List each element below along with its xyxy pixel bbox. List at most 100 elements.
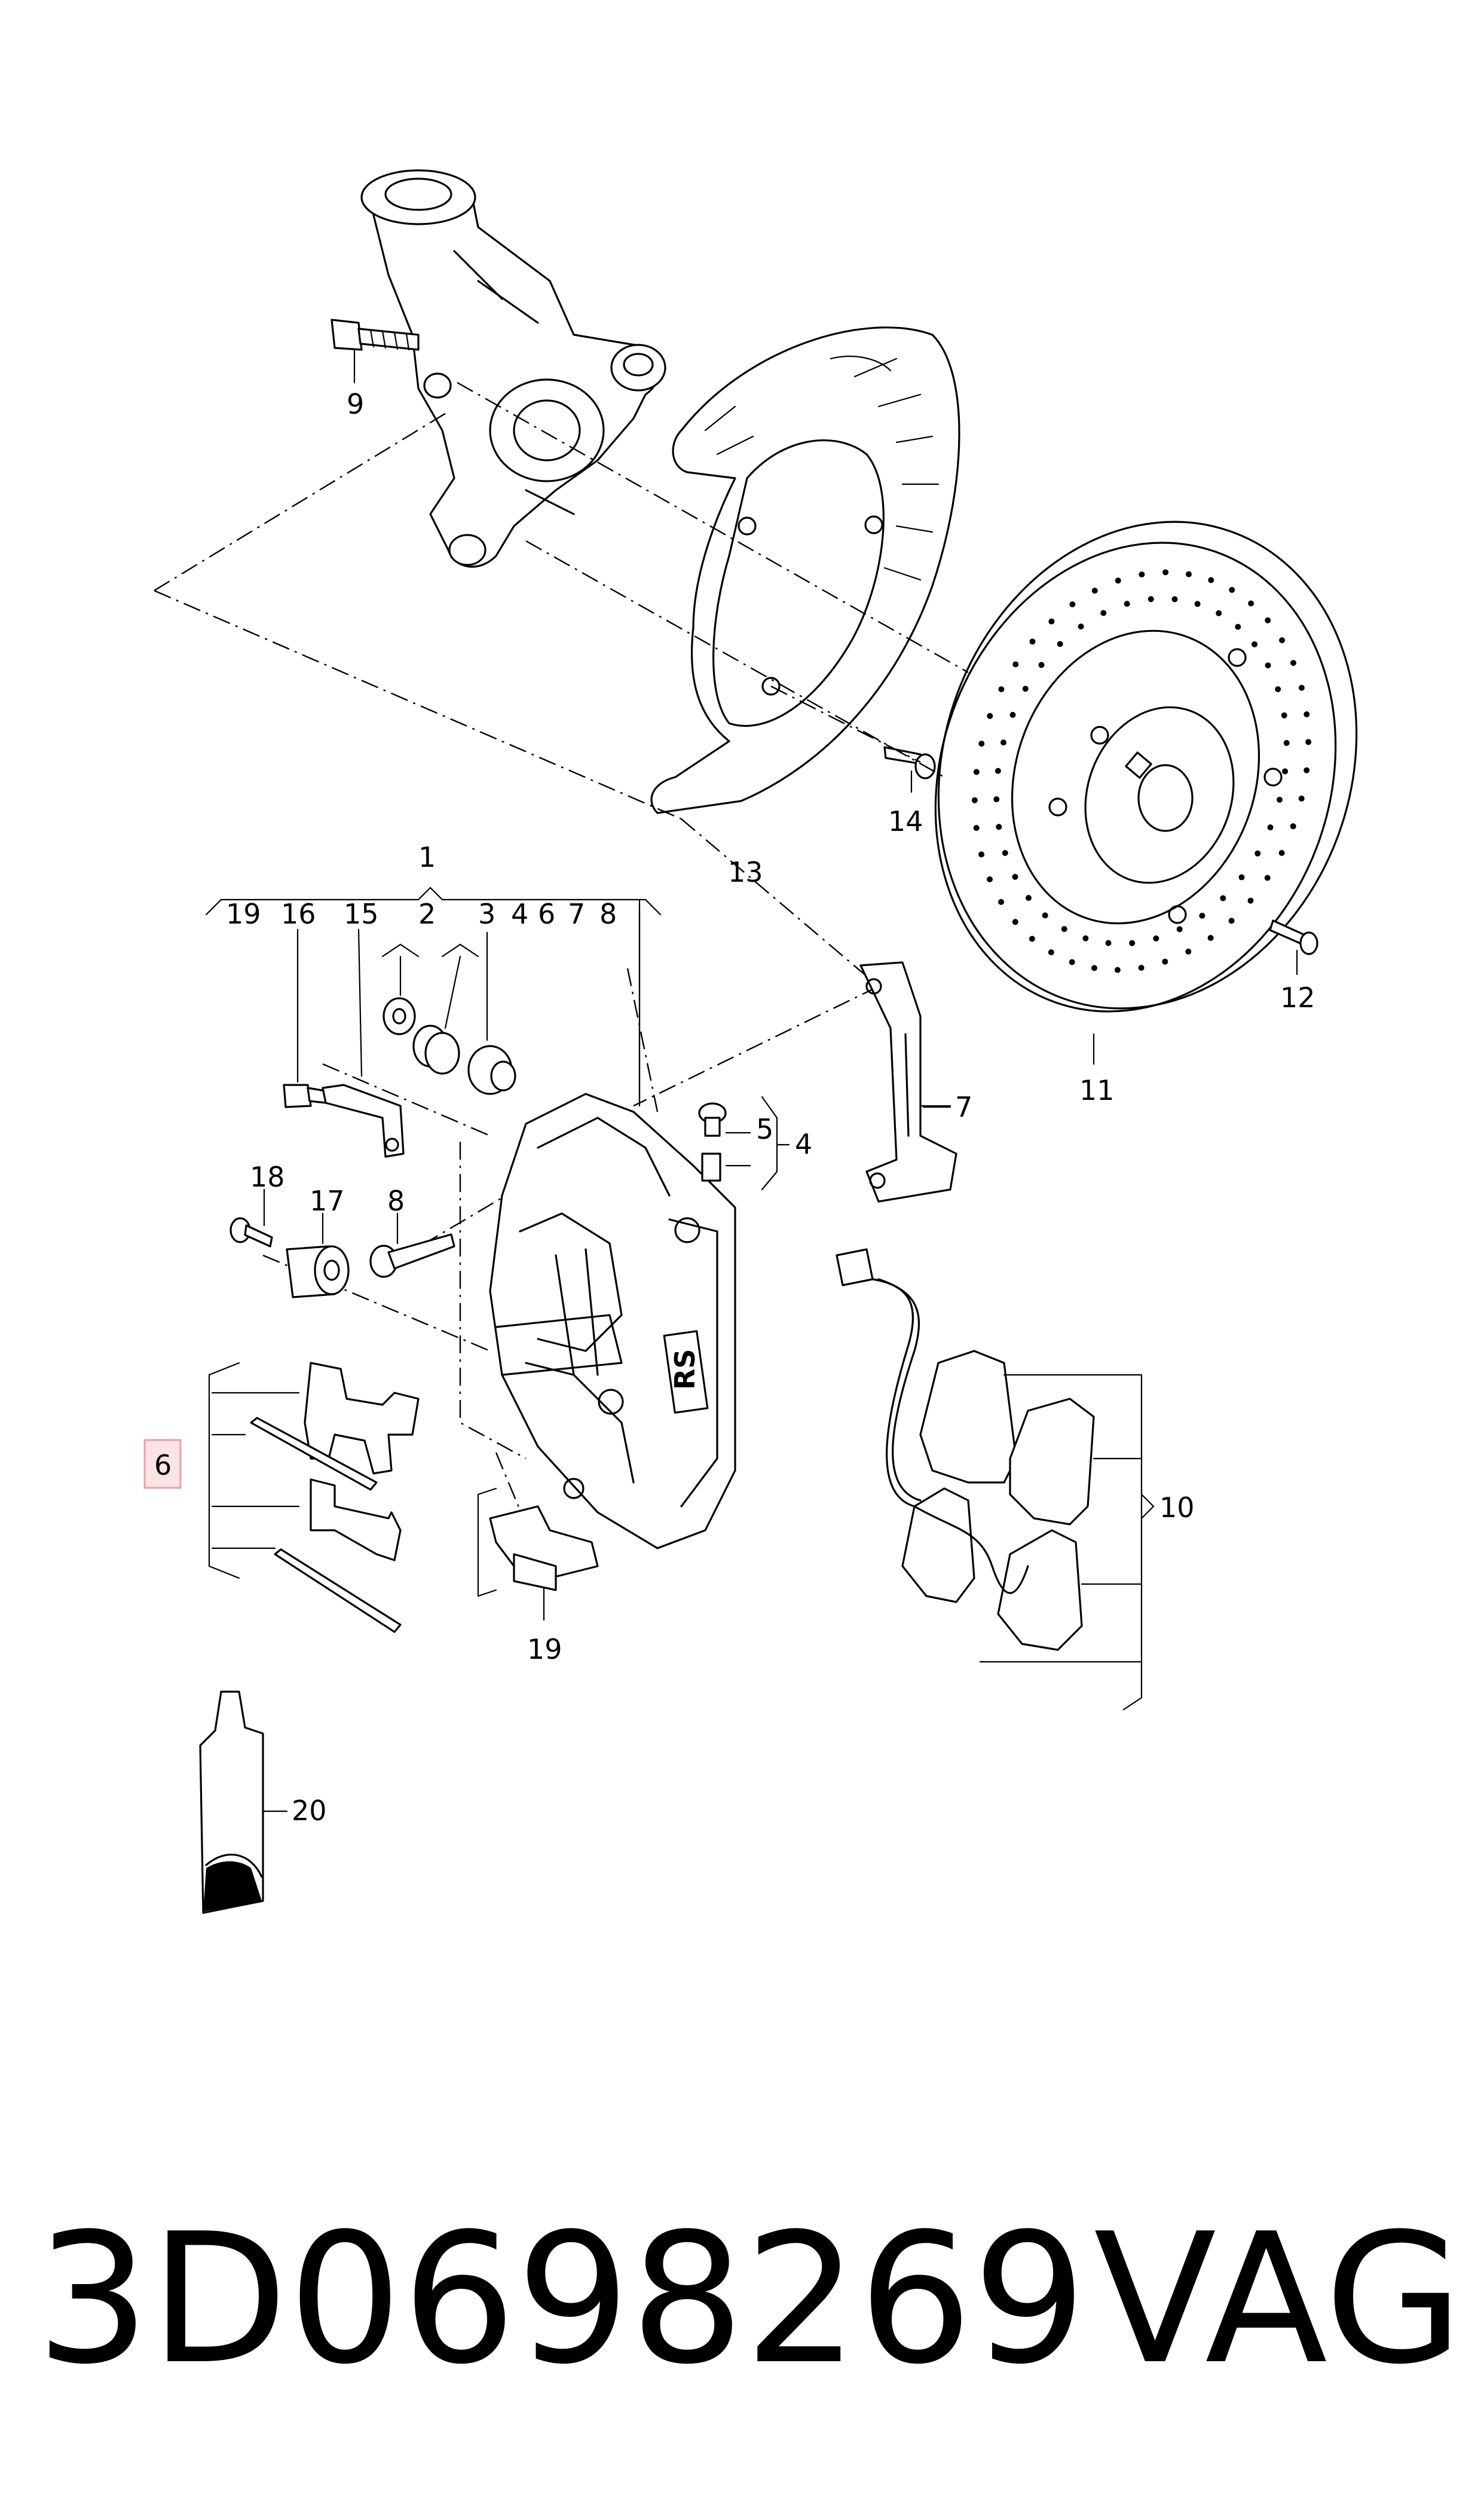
label-14: 14 bbox=[888, 805, 923, 837]
drill-hole bbox=[978, 851, 985, 858]
drill-hole bbox=[978, 741, 985, 747]
label-13: 13 bbox=[728, 856, 763, 888]
bolt-9 bbox=[331, 319, 420, 384]
drill-hole bbox=[1305, 739, 1312, 745]
label-10: 10 bbox=[1159, 1491, 1195, 1524]
drill-hole bbox=[998, 686, 1005, 693]
label-18: 18 bbox=[250, 1161, 285, 1193]
label-1: 1 bbox=[418, 841, 436, 873]
drill-hole bbox=[1228, 918, 1235, 924]
drill-hole bbox=[1281, 712, 1287, 719]
anti-rattle-spring-19 bbox=[477, 1487, 599, 1621]
label-19-bottom: 19 bbox=[527, 1633, 562, 1665]
drill-hole bbox=[987, 713, 993, 719]
caliper-carrier-bracket bbox=[859, 961, 957, 1203]
label-20: 20 bbox=[292, 1794, 327, 1827]
label-17: 17 bbox=[310, 1185, 345, 1217]
part-number: 3D0698269 bbox=[36, 2195, 1087, 2404]
drill-hole bbox=[1048, 618, 1055, 625]
drill-hole bbox=[1042, 912, 1048, 919]
label-3: 3 bbox=[478, 898, 495, 930]
pad-retaining-kit bbox=[208, 1362, 420, 1633]
drill-hole bbox=[1265, 617, 1271, 623]
brake-pads-set bbox=[836, 1248, 1155, 1711]
label-11: 11 bbox=[1079, 1074, 1115, 1106]
drill-hole bbox=[995, 768, 1001, 774]
drill-hole bbox=[1048, 949, 1054, 956]
guide-pin-8 bbox=[369, 1212, 455, 1278]
drill-hole bbox=[1290, 823, 1296, 830]
drill-hole bbox=[1267, 824, 1274, 831]
drill-hole bbox=[1290, 660, 1296, 666]
drill-hole bbox=[1171, 596, 1178, 603]
bleeder-valve-parts bbox=[698, 1096, 790, 1191]
brake-caliper: RS bbox=[489, 907, 736, 1549]
drill-hole bbox=[1162, 569, 1169, 576]
drill-hole bbox=[1248, 600, 1254, 607]
assembly-center-lines bbox=[154, 381, 969, 1525]
drill-hole bbox=[1000, 739, 1006, 746]
drill-hole bbox=[1129, 940, 1136, 946]
drill-hole bbox=[1298, 795, 1305, 802]
rs-logo: RS bbox=[663, 1330, 709, 1414]
drill-hole bbox=[1264, 875, 1271, 881]
drill-hole bbox=[1022, 686, 1029, 692]
drill-hole bbox=[1186, 571, 1192, 577]
drill-hole bbox=[1220, 895, 1226, 901]
drill-hole bbox=[1026, 895, 1032, 901]
bolt-16 bbox=[283, 928, 345, 1108]
drill-hole bbox=[973, 825, 980, 831]
drill-hole bbox=[971, 797, 978, 803]
bolt-18 bbox=[230, 1188, 273, 1248]
drill-hole bbox=[1176, 926, 1183, 933]
label-19-top: 19 bbox=[226, 898, 261, 930]
drill-hole bbox=[1275, 686, 1281, 692]
drill-hole bbox=[1082, 935, 1089, 941]
drill-hole bbox=[1278, 849, 1285, 856]
drill-hole bbox=[1057, 641, 1063, 647]
drill-hole bbox=[1100, 610, 1107, 616]
drill-hole bbox=[1069, 601, 1076, 607]
drill-hole bbox=[1091, 965, 1097, 971]
drill-hole bbox=[996, 824, 1002, 830]
callout-labels: 9 13 14 11 12 1 19 16 15 2 3 4 6 7 8 5 4… bbox=[154, 388, 1315, 1827]
splash-shield bbox=[650, 326, 960, 814]
drill-hole bbox=[1279, 637, 1285, 644]
wear-sensor-cable bbox=[836, 1248, 1029, 1594]
drill-hole bbox=[1114, 967, 1121, 973]
steering-knuckle bbox=[360, 169, 666, 568]
drill-hole bbox=[1208, 577, 1214, 583]
label-15: 15 bbox=[344, 898, 379, 930]
drill-hole bbox=[1012, 661, 1019, 668]
drill-hole bbox=[1138, 965, 1145, 971]
drill-hole bbox=[1002, 850, 1008, 856]
drill-hole bbox=[1061, 926, 1067, 933]
drill-hole bbox=[1277, 796, 1283, 803]
drill-hole bbox=[1235, 623, 1241, 630]
drill-hole bbox=[1304, 767, 1310, 774]
drill-hole bbox=[1148, 596, 1154, 603]
drill-hole bbox=[1069, 959, 1075, 965]
brake-disc bbox=[934, 521, 1358, 1065]
bolt-12 bbox=[1269, 919, 1318, 976]
drill-hole bbox=[1229, 586, 1235, 593]
drill-hole bbox=[998, 898, 1004, 905]
label-6: 6 bbox=[154, 1449, 172, 1481]
drill-hole bbox=[1207, 935, 1214, 941]
svg-text:RS: RS bbox=[669, 1349, 701, 1390]
grease-tube bbox=[199, 1690, 288, 1914]
label-4: 4 bbox=[795, 1128, 812, 1160]
highlight-box-6 bbox=[143, 1439, 182, 1489]
drill-hole bbox=[1124, 601, 1130, 607]
drill-hole bbox=[1199, 912, 1205, 919]
drill-hole bbox=[1283, 739, 1290, 746]
bracket-15 bbox=[322, 928, 405, 1158]
drill-hole bbox=[1078, 623, 1084, 630]
drill-hole bbox=[1216, 610, 1222, 616]
bushing-17 bbox=[286, 1212, 350, 1298]
drill-hole bbox=[993, 796, 1000, 803]
drill-hole bbox=[1252, 641, 1257, 647]
drill-hole bbox=[1091, 588, 1098, 594]
drill-hole bbox=[1012, 919, 1018, 925]
